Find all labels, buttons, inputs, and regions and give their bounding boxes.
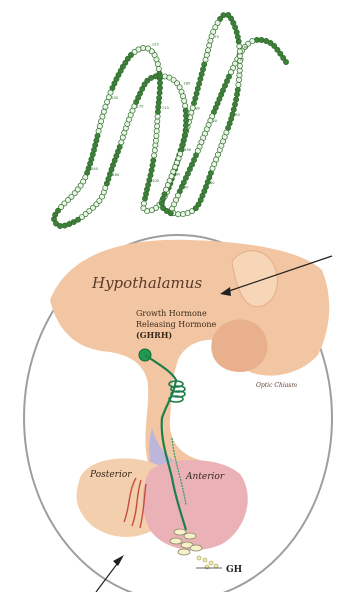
residue-bead <box>148 173 153 178</box>
residue-number-label: 40 <box>210 181 215 185</box>
residue-bead <box>183 123 188 128</box>
anterior-label: Anterior <box>185 472 225 482</box>
residue-bead <box>155 124 160 129</box>
residue-number-label: 120 <box>152 43 160 47</box>
hypothalamus-label: Hypothalamus <box>91 274 202 292</box>
residue-bead <box>226 12 231 17</box>
residue-bead <box>151 158 156 163</box>
residue-number-label: 150 <box>69 220 77 224</box>
residue-bead <box>146 182 151 187</box>
gh-label: GH <box>226 565 243 575</box>
residue-number-label: 30 <box>184 185 189 189</box>
residue-number-label: 70 <box>214 35 219 39</box>
ghrh-label-line1: Growth Hormone <box>136 309 207 318</box>
residue-number-label: 20 <box>213 119 218 123</box>
residue-bead <box>235 87 240 92</box>
residue-bead <box>193 96 198 101</box>
residue-bead <box>191 101 196 106</box>
residue-bead <box>154 133 159 138</box>
residue-bead <box>154 129 159 134</box>
residue-bead <box>157 85 162 90</box>
residue-bead <box>141 201 146 206</box>
residue-number-label: 100 <box>152 179 160 183</box>
residue-bead <box>183 108 188 113</box>
residue-bead <box>100 114 105 119</box>
anatomy-panel: Hypothalamus Growth Hormone Releasing Ho… <box>24 235 332 592</box>
residue-bead <box>101 109 106 114</box>
residue-bead <box>176 212 181 217</box>
residue-bead <box>194 91 199 96</box>
residue-bead <box>236 82 241 87</box>
residue-bead <box>202 62 207 67</box>
residue-bead <box>95 133 100 138</box>
residue-number-label: 110 <box>162 106 170 110</box>
residue-bead <box>183 128 188 133</box>
residue-bead <box>214 157 219 162</box>
residue-bead <box>90 152 95 157</box>
residue-bead <box>157 95 162 100</box>
residue-bead <box>237 44 242 49</box>
residue-bead <box>197 81 202 86</box>
residue-bead <box>157 90 162 95</box>
residue-bead <box>152 153 157 158</box>
residue-bead <box>99 119 104 124</box>
residue-bead <box>97 124 102 129</box>
residue-bead <box>200 67 205 72</box>
residue-bead <box>120 135 125 140</box>
residue-number-label: 80 <box>195 107 200 111</box>
residue-bead <box>231 107 236 112</box>
residue-number-label: 140 <box>91 167 99 171</box>
residue-bead <box>203 57 208 62</box>
ghrh-label-line2: Releasing Hormone <box>136 320 216 329</box>
residue-bead <box>182 98 187 103</box>
residue-bead <box>215 152 220 157</box>
residue-bead <box>183 103 188 108</box>
residue-number-label: 60 <box>244 45 249 49</box>
residue-bead <box>207 43 212 48</box>
residue-bead <box>156 66 161 71</box>
residue-bead <box>181 137 186 142</box>
residue-number-label: 130 <box>111 96 119 100</box>
residue-bead <box>198 76 203 81</box>
residue-number-label: 10 <box>239 58 244 62</box>
residue-bead <box>155 119 160 124</box>
residue-bead <box>103 104 108 109</box>
residue-bead <box>237 63 242 68</box>
optic-chiasm-lobe <box>211 319 267 372</box>
residue-bead <box>168 211 173 216</box>
residue-bead <box>264 38 269 43</box>
residue-number-label: 50 <box>235 113 240 117</box>
residue-number-label: 180 <box>184 81 192 85</box>
ghrh-label-line3: (GHRH) <box>136 330 172 340</box>
residue-bead <box>235 34 240 39</box>
residue-number-label: 90 <box>176 173 181 177</box>
residue-number-label: 160 <box>112 173 120 177</box>
residue-bead <box>145 46 150 51</box>
residue-bead <box>182 133 187 138</box>
residue-bead <box>199 72 204 77</box>
residue-number-label: 190 <box>184 148 192 152</box>
residue-bead <box>234 30 239 35</box>
residue-bead <box>149 208 154 213</box>
optic-chiasm-label: Optic Chiasm <box>256 382 297 389</box>
residue-bead <box>205 48 210 53</box>
residue-number-label: 170 <box>137 105 145 109</box>
residue-bead <box>152 148 157 153</box>
residue-bead <box>183 113 188 118</box>
residue-bead <box>195 86 200 91</box>
residue-bead <box>184 118 189 123</box>
residue-bead <box>237 49 242 54</box>
posterior-label: Posterior <box>89 470 132 480</box>
residue-bead <box>180 212 185 217</box>
residue-bead <box>105 99 110 104</box>
residue-bead <box>232 102 237 107</box>
residue-bead <box>149 168 154 173</box>
growth-hormone-protein-structure: 10 20 30 40 50 60 70 80 90 100 110 120 130 140 150 160 1… <box>51 12 288 228</box>
residue-bead <box>96 129 101 134</box>
residue-bead <box>234 97 239 102</box>
residue-bead <box>150 163 155 168</box>
residue-bead <box>119 140 124 145</box>
